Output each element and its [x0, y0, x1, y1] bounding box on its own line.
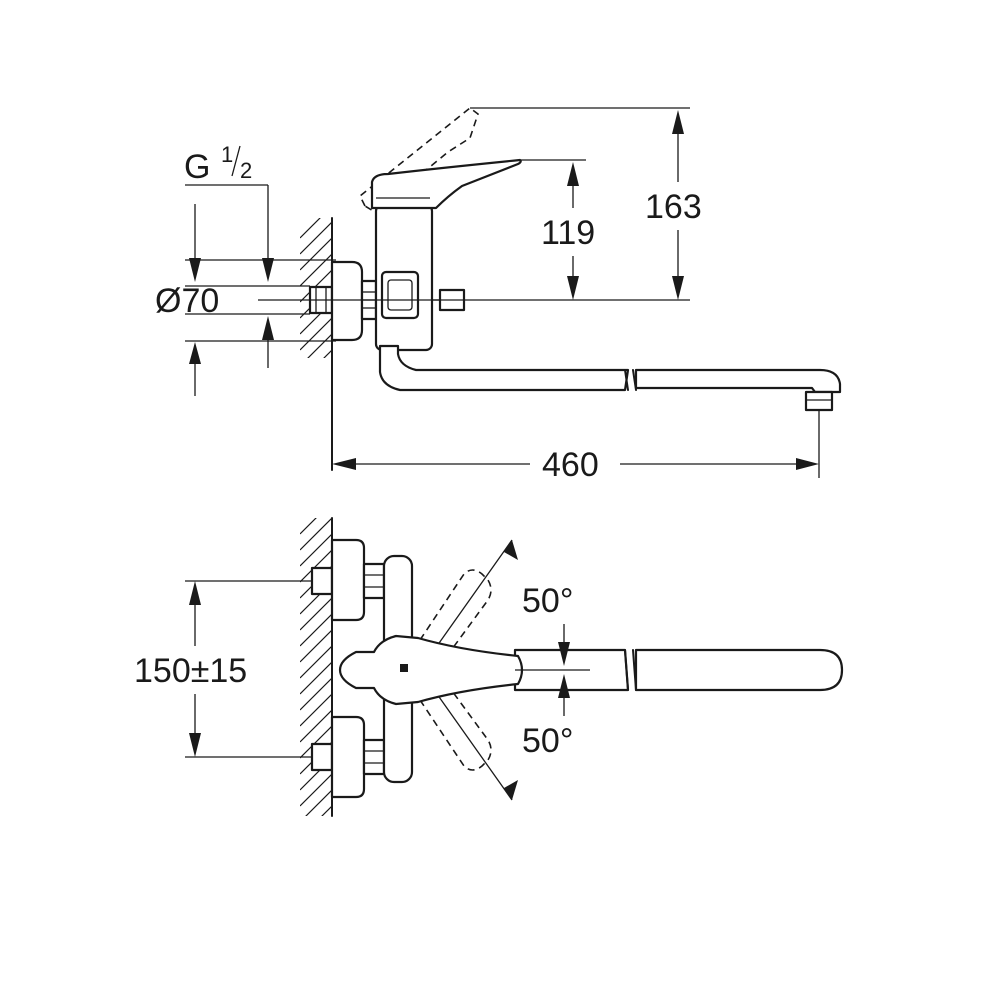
thread-main-label: G — [184, 148, 210, 186]
swivel-angle-dimension: 50° 50° — [522, 582, 573, 760]
cartridge-window — [380, 270, 420, 320]
lever-height-label: 119 — [541, 214, 595, 252]
inlet-nipple-upper — [310, 566, 334, 596]
lever-handle — [370, 158, 522, 210]
thread-numerator: 1 — [221, 142, 233, 167]
inlet-spacing-dimension: 150±15 — [134, 580, 312, 758]
swivel-down-label: 50° — [522, 722, 573, 760]
spout-end-top — [634, 648, 844, 692]
spout-arm — [378, 344, 630, 392]
swivel-up-label: 50° — [522, 582, 573, 620]
top-view: 150±15 50° 50° — [134, 517, 844, 817]
lever-position-upper — [418, 569, 492, 662]
rosette — [330, 260, 364, 342]
spout-reach-dimension: 460 — [332, 410, 820, 484]
aerator — [804, 390, 834, 412]
nut-upper — [362, 562, 386, 600]
inlet-spacing-label: 150±15 — [134, 652, 247, 690]
side-view: G 1 2 Ø70 119 163 — [155, 106, 842, 484]
spout-tip — [634, 368, 842, 394]
nut-lower — [362, 738, 386, 776]
inlet-nipple-lower — [310, 742, 334, 772]
rosette-diameter-label: Ø70 — [155, 282, 219, 320]
lever-height-dimension: 119 — [520, 159, 595, 300]
rosette-diameter-dimension: Ø70 — [155, 259, 336, 396]
spout-reach-label: 460 — [542, 446, 599, 484]
max-height-label: 163 — [645, 188, 702, 226]
rosette-lower — [330, 715, 366, 799]
thread-dimension: G 1 2 — [184, 142, 310, 368]
lever-position-lower — [418, 678, 492, 771]
wall-hatch-side — [300, 217, 333, 471]
lever-handle-top — [338, 634, 524, 706]
max-height-dimension: 163 — [470, 107, 702, 300]
lever-indicator — [400, 664, 408, 672]
rosette-upper — [330, 538, 366, 622]
wall-hatch-top — [300, 517, 333, 817]
thread-denominator: 2 — [240, 158, 252, 183]
